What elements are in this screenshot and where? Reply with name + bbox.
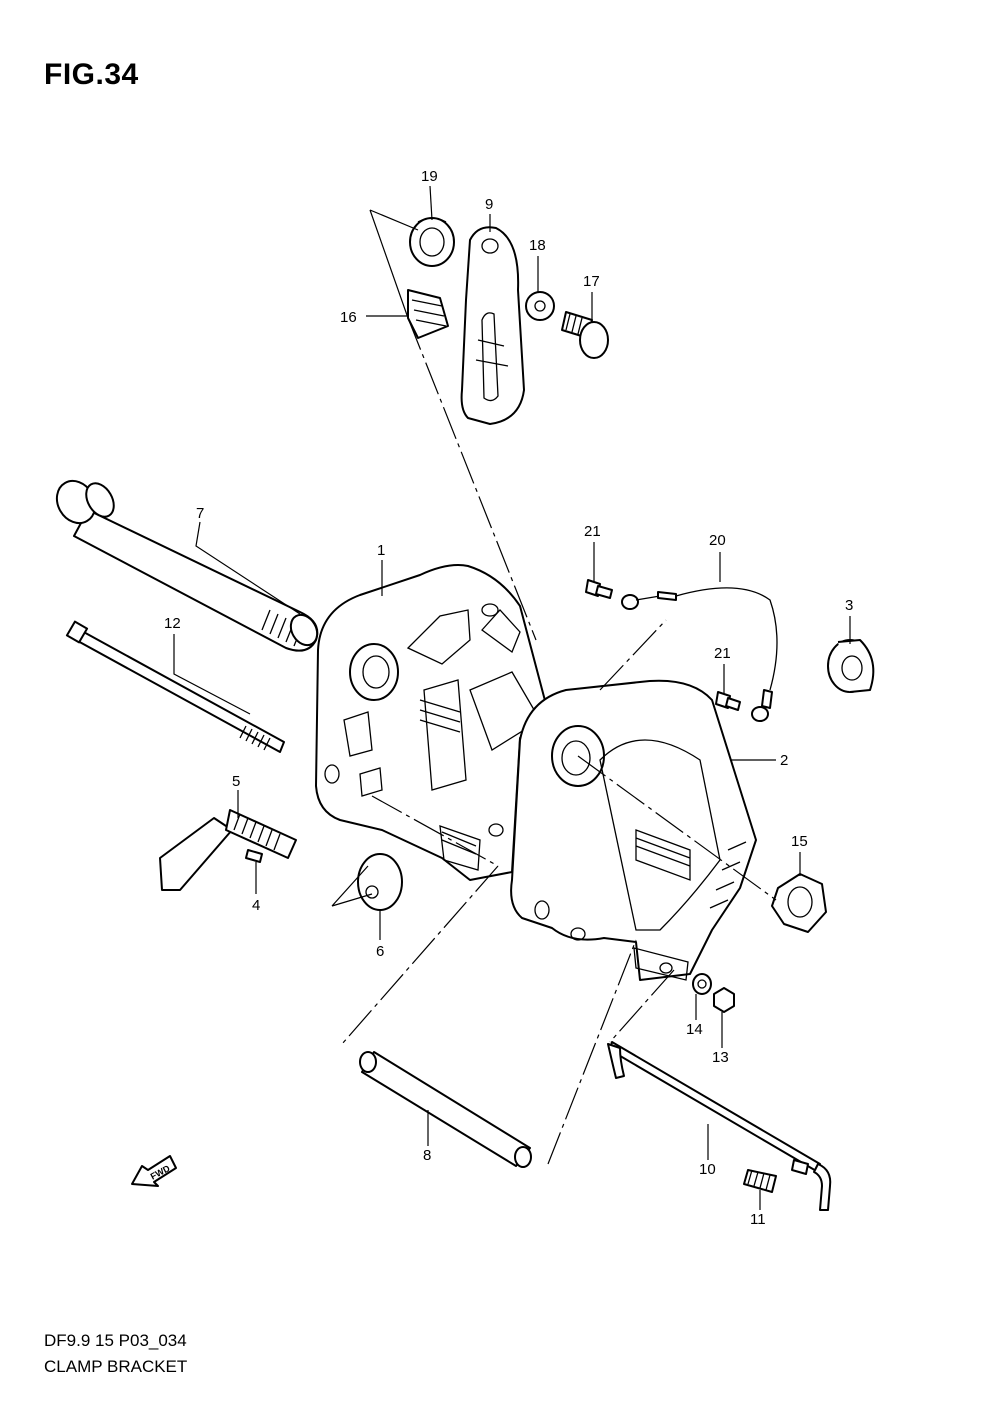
callout-4: 4 [252, 897, 260, 914]
callout-3: 3 [845, 597, 853, 614]
part-14-washer[interactable] [692, 973, 712, 995]
part-15-nut[interactable] [771, 873, 827, 933]
fwd-arrow-icon: FWD [131, 1155, 177, 1187]
callout-13: 13 [712, 1049, 729, 1066]
callout-10: 10 [699, 1161, 716, 1178]
part-6-cap[interactable] [357, 853, 403, 911]
part-19-clip[interactable] [409, 217, 455, 267]
figure-title: FIG.34 [44, 58, 139, 91]
callout-6: 6 [376, 943, 384, 960]
part-5-tilt-lever[interactable] [159, 809, 297, 891]
callout-19: 19 [421, 168, 438, 185]
callout-21b: 21 [714, 645, 731, 662]
callout-5: 5 [232, 773, 240, 790]
part-9-tilt-plate[interactable] [460, 226, 525, 425]
callout-11: 11 [750, 1211, 766, 1228]
part-20-ground-wire[interactable] [621, 587, 778, 722]
callout-2: 2 [780, 752, 788, 769]
part-4-pin[interactable] [245, 849, 263, 863]
assembly-lines [341, 317, 777, 1165]
model-code: DF9.9 15 P03_034 [44, 1331, 187, 1350]
callout-21a: 21 [584, 523, 601, 540]
part-13-nut[interactable] [713, 987, 735, 1013]
part-16-pad[interactable] [407, 289, 449, 339]
callout-7: 7 [196, 505, 204, 522]
part-3-bushing[interactable] [827, 639, 875, 693]
callout-labels: 19 9 18 17 16 7 12 1 21 20 3 21 2 15 5 4… [164, 168, 853, 1228]
callout-1: 1 [377, 542, 385, 559]
part-12-tie-rod[interactable] [65, 620, 285, 753]
figure-caption: CLAMP BRACKET [44, 1357, 188, 1376]
callout-16: 16 [340, 309, 357, 326]
leader-lines [173, 185, 851, 1210]
callout-15: 15 [791, 833, 808, 850]
part-21-screw-lower[interactable] [715, 691, 741, 711]
part-10-rod[interactable] [607, 1041, 832, 1211]
part-17-bolt[interactable] [561, 311, 609, 359]
part-18-washer[interactable] [525, 291, 555, 321]
part-7-tilt-tube[interactable] [49, 474, 322, 652]
callout-14: 14 [686, 1021, 703, 1038]
callout-18: 18 [529, 237, 546, 254]
callout-20: 20 [709, 532, 726, 549]
part-8-shaft[interactable] [359, 1051, 532, 1168]
callout-17: 17 [583, 273, 600, 290]
callout-9: 9 [485, 196, 493, 213]
callout-12: 12 [164, 615, 181, 632]
part-2-clamp-bracket-right[interactable] [510, 679, 757, 981]
part-1-clamp-bracket-left[interactable] [315, 564, 549, 881]
part-21-screw-upper[interactable] [585, 579, 613, 599]
part-11-spring[interactable] [743, 1169, 777, 1193]
callout-8: 8 [423, 1147, 431, 1164]
